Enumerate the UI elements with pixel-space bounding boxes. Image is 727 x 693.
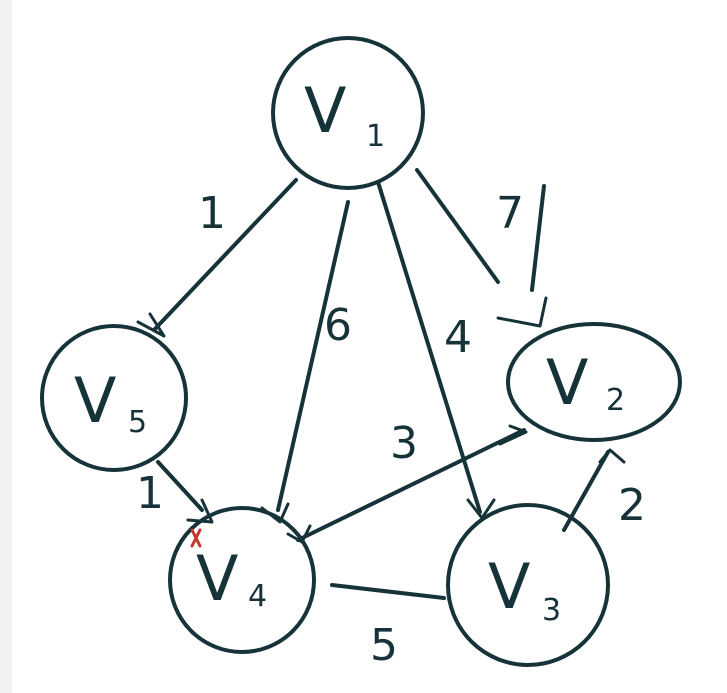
node-v3-index: 3 <box>542 593 561 628</box>
node-v2-index: 2 <box>606 383 625 418</box>
node-v3-letter: V <box>488 550 530 623</box>
whiteboard-canvas: V 1 V 2 V 3 V 4 V 5 1 6 4 7 1 <box>12 0 727 693</box>
node-v1: V 1 <box>271 36 425 190</box>
edge-v1-v4 <box>276 200 350 512</box>
red-mark <box>190 528 202 548</box>
node-v4: V 4 <box>168 506 316 654</box>
node-v4-index: 4 <box>248 579 267 614</box>
node-v1-index: 1 <box>366 119 385 154</box>
arrowhead-v2-from-v1 <box>496 296 548 328</box>
weight-v1-v3: 4 <box>444 312 472 363</box>
node-v4-letter: V <box>196 542 238 615</box>
node-v5: V 5 <box>40 324 188 472</box>
weight-7-tail <box>530 184 546 292</box>
weight-v1-v5: 1 <box>198 188 226 239</box>
arrowhead-v2-from-v4 <box>498 424 528 446</box>
node-v5-letter: V <box>74 364 116 437</box>
edge-v1-v2 <box>415 168 500 284</box>
edge-v4-v3 <box>330 583 446 600</box>
node-v3-circle <box>446 503 610 667</box>
edge-v1-v5 <box>152 178 298 332</box>
weight-v4-v2: 3 <box>390 418 418 469</box>
node-v2-letter: V <box>546 346 588 419</box>
arrowhead-v4-from-v5 <box>186 498 214 524</box>
edge-v1-v3 <box>376 180 482 514</box>
node-v3: V 3 <box>446 503 610 667</box>
node-v5-circle <box>40 324 188 472</box>
arrowhead-v5 <box>136 312 166 338</box>
weight-v5-v4: 1 <box>136 468 164 519</box>
weight-v1-v4: 6 <box>324 300 352 351</box>
node-v5-index: 5 <box>128 405 147 440</box>
node-v2: V 2 <box>506 322 682 442</box>
node-v4-circle <box>168 506 316 654</box>
edge-v4-v2 <box>296 428 526 542</box>
edge-v5-v4 <box>156 460 204 512</box>
node-v1-circle <box>271 36 425 190</box>
arrowhead-v2-from-v3 <box>598 448 626 464</box>
graph-diagram: V 1 V 2 V 3 V 4 V 5 1 6 4 7 1 <box>40 36 682 671</box>
weight-v1-v2: 7 <box>496 188 524 239</box>
node-v1-letter: V <box>304 74 346 147</box>
weight-v3-v2: 2 <box>618 480 646 531</box>
weight-v4-v3: 5 <box>370 620 398 671</box>
node-v2-ellipse <box>506 322 682 442</box>
